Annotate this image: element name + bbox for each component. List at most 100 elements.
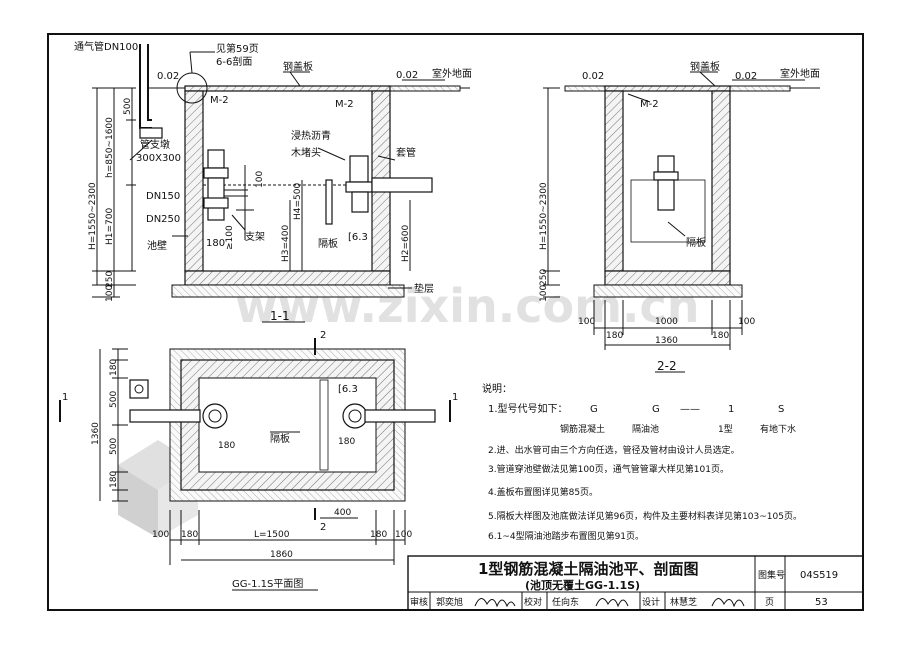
designer-name: 林慧芝 [670, 596, 697, 608]
s22-dim-b1360: 1360 [655, 336, 678, 346]
code-g2-desc: 隔油池 [632, 423, 659, 435]
s22-dim-100: 100 [539, 285, 549, 302]
vent-pipe-label: 通气管DN100 [74, 40, 138, 53]
ref-section-6-6: 6-6剖面 [216, 55, 252, 68]
s22-dim-250: 250 [539, 269, 549, 286]
angle-label: [6.3 [348, 232, 368, 243]
cover-label: 钢盖板 [283, 60, 313, 73]
code-g1-desc: 钢筋混凝土 [560, 423, 605, 435]
dim-H-total: H=1550~2300 [88, 182, 98, 250]
plan-dim-180b: 180 [109, 471, 119, 488]
dim-ge100: ≥100 [225, 225, 235, 250]
code-g2: G [652, 404, 660, 415]
plan-dim-100b: 100 [395, 530, 412, 540]
checker-signature [595, 598, 629, 608]
note-6: 6.1~4型隔油池踏步布置图见第91页。 [488, 530, 644, 542]
support-size-label: 300X300 [136, 153, 181, 164]
title-sub: (池顶无覆土GG-1.1S) [525, 578, 640, 592]
reviewer-name: 郭奕旭 [436, 596, 463, 608]
code-s: S [778, 404, 784, 415]
ref-page-59: 见第59页 [216, 42, 259, 55]
s22-dim-b180a: 180 [606, 331, 623, 341]
note-3: 3.管道穿池壁做法见第100页，通气管管罩大样见第101页。 [488, 463, 729, 475]
dn150-label: DN150 [146, 191, 180, 202]
code-1-desc: 1型 [718, 424, 733, 435]
dim-H1: H1=700 [105, 208, 115, 245]
title-main: 1型钢筋混凝土隔油池平、剖面图 [478, 560, 698, 578]
dim-H3: H3=400 [281, 225, 291, 262]
note-4: 4.盖板布置图详见第85页。 [488, 486, 598, 498]
plan-dim-180a-b: 180 [181, 530, 198, 540]
section-1-1 [92, 44, 470, 298]
dim-100: 100 [105, 285, 115, 302]
note-2: 2.进、出水管可由三个方向任选，管径及管材由设计人员选定。 [488, 444, 740, 456]
dim-100-inner: 100 [255, 171, 265, 188]
s22-dim-b1000: 1000 [655, 317, 678, 327]
floor-slab-2 [604, 270, 731, 286]
right-wall-2 [711, 90, 731, 272]
left-wall [184, 90, 204, 272]
s22-partition-label: 隔板 [686, 236, 706, 249]
dim-H4: H4=500 [293, 183, 303, 220]
design-label: 设计 [642, 596, 660, 608]
plan-title: GG-1.1S平面图 [232, 578, 303, 590]
m2-label-b: M-2 [335, 99, 354, 110]
partition-label: 隔板 [318, 237, 338, 250]
s22-dim-b100b: 100 [738, 317, 755, 327]
code-dash: —— [680, 404, 700, 415]
atlas-number: 04S519 [800, 570, 838, 581]
plan-partition-label: 隔板 [270, 432, 290, 445]
notes-header: 说明： [482, 382, 512, 395]
cover-plate-2 [604, 85, 731, 92]
plan-cut-1-left: 1 [62, 392, 68, 403]
code-g1: G [590, 404, 598, 415]
title-block [407, 555, 864, 611]
section-2-2-title: 2-2 [657, 359, 677, 373]
code-1: 1 [728, 404, 734, 415]
dim-250: 250 [105, 271, 115, 288]
cushion-2 [593, 284, 743, 298]
plan-cut-1-right: 1 [452, 392, 458, 403]
bracket-label: 支架 [245, 231, 265, 243]
pool-wall-label: 池壁 [147, 239, 167, 252]
plan-dim-180b-b: 180 [370, 530, 387, 540]
note-1: 1.型号代号如下： [488, 402, 568, 415]
reviewer-signature [474, 598, 516, 608]
designer-signature [711, 598, 745, 608]
dim-H2: H2=600 [401, 225, 411, 262]
s22-dim-b180b: 180 [712, 331, 729, 341]
plan-dim-1360: 1360 [91, 422, 101, 445]
floor-slab [184, 270, 391, 286]
dim-h: h=850~1600 [105, 117, 115, 178]
s22-outdoor-label: 室外地面 [780, 67, 820, 80]
section-2-2 [543, 71, 820, 350]
s22-dim-H: H=1550~2300 [539, 182, 549, 250]
plan-dim-180a: 180 [109, 359, 119, 376]
left-wall-2 [604, 90, 624, 272]
dn250-label: DN250 [146, 214, 180, 225]
plan-180-b: 180 [338, 437, 355, 447]
page-label: 页 [765, 597, 774, 608]
plan-180-a: 180 [218, 441, 235, 451]
s22-dim-b100a: 100 [578, 317, 595, 327]
bitumen-label: 浸热沥青 [291, 129, 331, 142]
level-left: 0.02 [157, 71, 179, 82]
note-5: 5.隔板大样图及池底做法详见第96页，构件及主要材料表详见第103~105页。 [488, 510, 802, 522]
section-1-1-title: 1-1 [270, 309, 290, 323]
cushion-label: 垫层 [414, 282, 434, 295]
page-number: 53 [815, 597, 828, 608]
cushion-layer [171, 284, 405, 298]
partition-board [325, 179, 333, 225]
dim-500: 500 [123, 98, 133, 115]
plug-label: 木堵头 [291, 146, 321, 159]
m2-label-a: M-2 [210, 95, 229, 106]
plan-dim-1860: 1860 [270, 550, 293, 560]
cover-plate [184, 85, 391, 92]
plan-cut-2-bottom: 2 [320, 522, 326, 533]
dim-180: 180 [206, 238, 225, 249]
s22-level-left: 0.02 [582, 71, 604, 82]
plan-dim-100a: 100 [152, 530, 169, 540]
plan-dim-500a: 500 [109, 391, 119, 408]
pipe-support-label: 管支墩 [140, 138, 170, 151]
